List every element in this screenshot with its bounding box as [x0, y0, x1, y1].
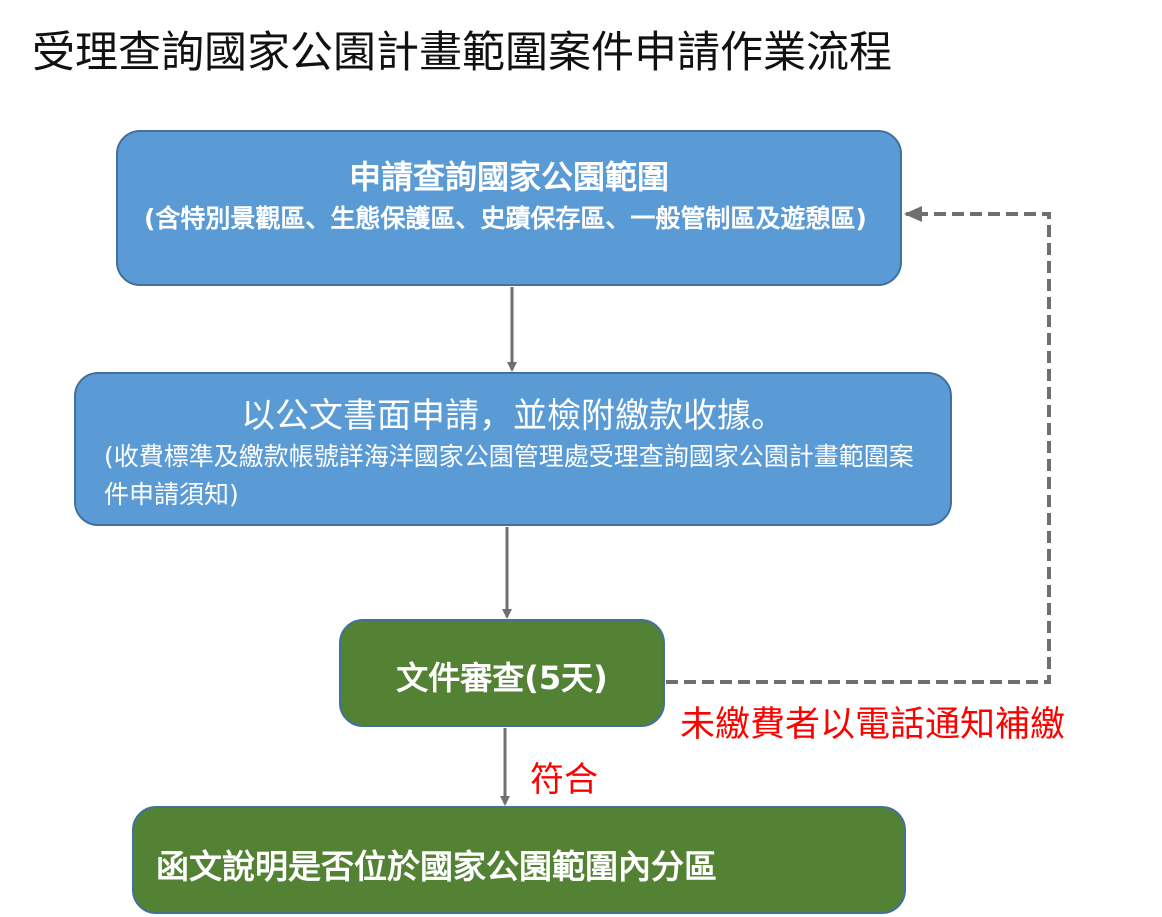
- step-written-application-title: 以公文書面申請，並檢附繳款收據。: [241, 396, 785, 436]
- step-official-reply-title: 函文說明是否位於國家公園範圍內分區: [156, 847, 717, 886]
- step-apply-query-detail: (含特別景觀區、生態保護區、史蹟保存區、一般管制區及遊憩區): [144, 204, 867, 233]
- step-official-reply: 函文說明是否位於國家公園範圍內分區: [132, 806, 906, 914]
- step-written-application-detail: (收費標準及繳款帳號詳海洋國家公園管理處受理查詢國家公園計畫範圍案件申請須知): [104, 442, 914, 509]
- page-title: 受理查詢國家公園計畫範圍案件申請作業流程: [32, 28, 892, 78]
- step-written-application: 以公文書面申請，並檢附繳款收據。 (收費標準及繳款帳號詳海洋國家公園管理處受理查…: [74, 372, 952, 526]
- step-document-review: 文件審查(5天): [339, 619, 665, 727]
- step-document-review-title: 文件審查(5天): [396, 659, 608, 697]
- note-match: 符合: [530, 760, 598, 800]
- note-unpaid-notify: 未繳費者以電話通知補繳: [680, 705, 1066, 745]
- step-apply-query: 申請查詢國家公園範圍 (含特別景觀區、生態保護區、史蹟保存區、一般管制區及遊憩區…: [116, 130, 902, 286]
- step-apply-query-title: 申請查詢國家公園範圍: [348, 158, 669, 196]
